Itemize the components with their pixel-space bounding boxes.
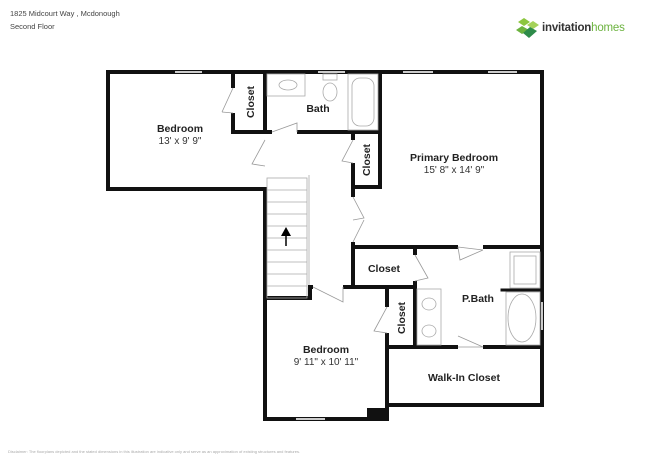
pbath-label: P.Bath xyxy=(462,293,494,305)
logo-text-homes: homes xyxy=(591,22,625,34)
disclaimer: Disclaimer: The floorplans depicted and … xyxy=(8,449,301,454)
address: 1825 Midcourt Way , Mcdonough xyxy=(10,9,120,18)
closet4-label: Closet xyxy=(396,301,408,334)
fixtures xyxy=(266,73,541,346)
primary-bedroom-dims: 15' 8" x 14' 9" xyxy=(424,165,485,176)
primary-bedroom-label: Primary Bedroom xyxy=(410,152,498,164)
bedroom2-dims: 9' 11" x 10' 11" xyxy=(294,357,359,368)
up-arrow-icon xyxy=(281,227,291,246)
bedroom1-label: Bedroom xyxy=(157,123,203,135)
closet1-label: Closet xyxy=(245,85,257,118)
bedroom2-label: Bedroom xyxy=(303,344,349,356)
logo-text-invitation: invitation xyxy=(542,22,592,34)
bedroom1-dims: 13' x 9' 9" xyxy=(159,136,202,147)
closet2-label: Closet xyxy=(361,143,373,176)
door-swings xyxy=(221,87,484,348)
closet3-label: Closet xyxy=(368,263,401,275)
logo-mark-icon xyxy=(516,18,539,38)
walk-in-closet-label: Walk-In Closet xyxy=(428,372,500,384)
stairs xyxy=(266,175,310,299)
floor-label: Second Floor xyxy=(10,22,55,31)
bath-label: Bath xyxy=(306,103,329,115)
